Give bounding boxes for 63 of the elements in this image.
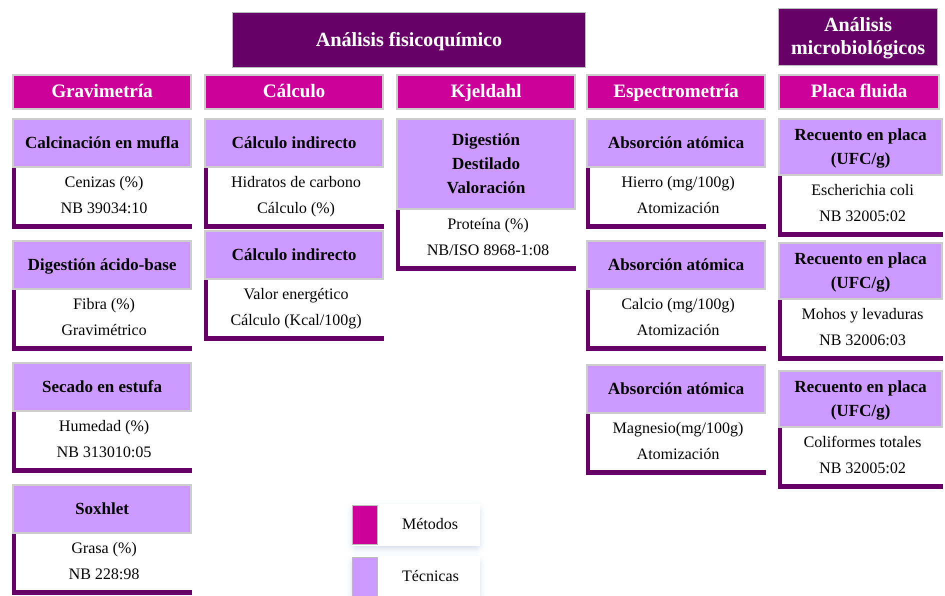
- result-text: Magnesio(mg/100g): [612, 419, 744, 439]
- result-text: Hierro (mg/100g): [621, 173, 735, 193]
- technique-title: Cálculo indirecto: [232, 132, 356, 154]
- method-header: Cálculo: [204, 74, 384, 110]
- method-header: Gravimetría: [12, 74, 192, 110]
- result-text: Calcio (mg/100g): [621, 295, 735, 315]
- technique-card: [12, 362, 192, 473]
- result-text: NB 313010:05: [56, 443, 152, 463]
- technique-card: [586, 364, 766, 475]
- technique-title: Secado en estufa: [42, 376, 162, 398]
- category-header: Análisis fisicoquímico: [232, 12, 586, 68]
- technique-title: Recuento en placa (UFC/g): [793, 376, 928, 422]
- legend-text: Técnicas: [402, 568, 459, 586]
- method-header: Placa fluida: [778, 74, 940, 110]
- technique-title: Digestión ácido-base: [28, 254, 176, 276]
- technique-title: Absorción atómica: [608, 378, 744, 400]
- technique-card: [778, 242, 943, 361]
- result-text: NB 32005:02: [819, 459, 906, 479]
- result-text: NB/ISO 8968-1:08: [426, 241, 550, 261]
- technique-card: [12, 118, 192, 229]
- method-header: Kjeldahl: [396, 74, 576, 110]
- technique-title: Digestión: [452, 129, 520, 151]
- result-text: Humedad (%): [58, 417, 150, 437]
- technique-title: Soxhlet: [75, 498, 129, 520]
- technique-card: [12, 484, 192, 595]
- method-header: Espectrometría: [586, 74, 766, 110]
- technique-card: [586, 240, 766, 351]
- result-text: Hidratos de carbono: [231, 173, 361, 193]
- technique-title: Destilado: [452, 153, 520, 175]
- technique-card: [204, 118, 384, 229]
- technique-title: Cálculo indirecto: [232, 244, 356, 266]
- result-text: Cálculo (%): [257, 199, 335, 219]
- technique-card: [778, 118, 943, 237]
- technique-title: Absorción atómica: [608, 254, 744, 276]
- result-text: Valor energético: [244, 285, 348, 305]
- technique-title: Recuento en placa (UFC/g): [793, 124, 928, 170]
- technique-title: Calcinación en mufla: [25, 132, 179, 154]
- result-text: Coliformes totales: [804, 433, 922, 453]
- technique-card: [778, 370, 943, 489]
- result-text: Proteína (%): [447, 215, 529, 235]
- result-text: NB 32005:02: [819, 207, 906, 227]
- technique-title: Recuento en placa (UFC/g): [793, 248, 928, 294]
- legend-text: Métodos: [402, 516, 458, 534]
- result-text: Fibra (%): [73, 295, 135, 315]
- result-text: Grasa (%): [71, 539, 137, 559]
- result-text: NB 228:98: [68, 565, 140, 585]
- technique-title: Absorción atómica: [608, 132, 744, 154]
- result-text: Atomización: [636, 445, 720, 465]
- result-text: Atomización: [636, 321, 720, 341]
- result-text: Atomización: [636, 199, 720, 219]
- technique-card: [396, 118, 576, 271]
- result-text: Mohos y levaduras: [802, 305, 924, 325]
- result-text: Escherichia coli: [811, 181, 914, 201]
- technique-title: Valoración: [446, 177, 526, 199]
- result-text: Cálculo (Kcal/100g): [230, 311, 362, 331]
- technique-card: [204, 230, 384, 341]
- technique-card: [586, 118, 766, 229]
- result-text: Cenizas (%): [64, 173, 144, 193]
- category-header: Análisis microbiológicos: [778, 8, 938, 66]
- result-text: Gravimétrico: [61, 321, 147, 341]
- technique-card: [12, 240, 192, 351]
- result-text: NB 32006:03: [819, 331, 906, 351]
- result-text: NB 39034:10: [60, 199, 148, 219]
